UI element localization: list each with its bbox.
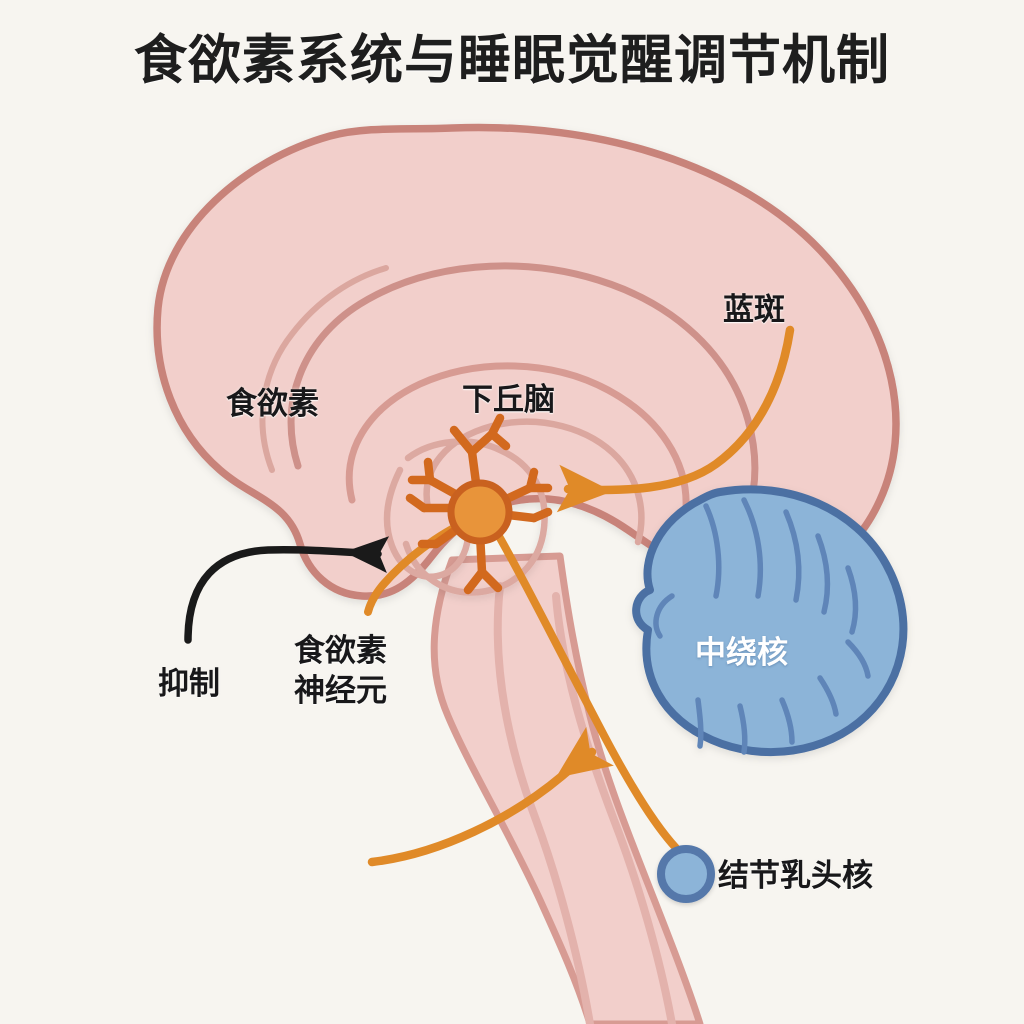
brainstem-midline-1 <box>493 582 594 1024</box>
orexin-neuron <box>405 413 553 595</box>
tmn-circle <box>657 845 715 903</box>
axon-right-descending <box>488 520 680 852</box>
neuron-soma <box>447 479 513 545</box>
sulcus-outer <box>287 262 759 552</box>
inhibition-arrow <box>184 536 390 644</box>
brainstem-group <box>430 552 704 1024</box>
raphe-folia <box>653 497 871 755</box>
cerebrum-group <box>153 123 900 600</box>
raphe-outline <box>632 485 908 757</box>
hypothalamus-pocket <box>383 466 472 580</box>
raphe-nucleus-shape <box>632 485 908 757</box>
tuberomammillary-nucleus-marker <box>657 845 715 903</box>
locus-coeruleus-arrow <box>556 325 795 513</box>
sulcus-frontal <box>259 265 389 473</box>
hypothalamus-lobe <box>402 438 548 596</box>
ascending-arousal-arrow <box>367 726 614 867</box>
